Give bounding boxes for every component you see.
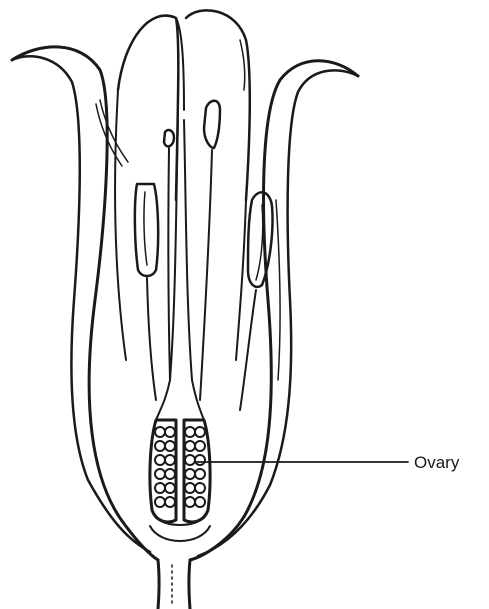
outer-tepal-left — [12, 47, 158, 560]
pistil-style — [156, 120, 204, 420]
outer-tepal-right — [190, 61, 358, 560]
inner-tepals — [115, 10, 250, 360]
stamen-center-right — [200, 101, 220, 400]
ovary-label: Ovary — [414, 453, 460, 472]
ovules — [155, 427, 205, 507]
stamen-left — [135, 184, 158, 400]
flower-stem — [158, 560, 190, 609]
ovary — [150, 420, 210, 541]
